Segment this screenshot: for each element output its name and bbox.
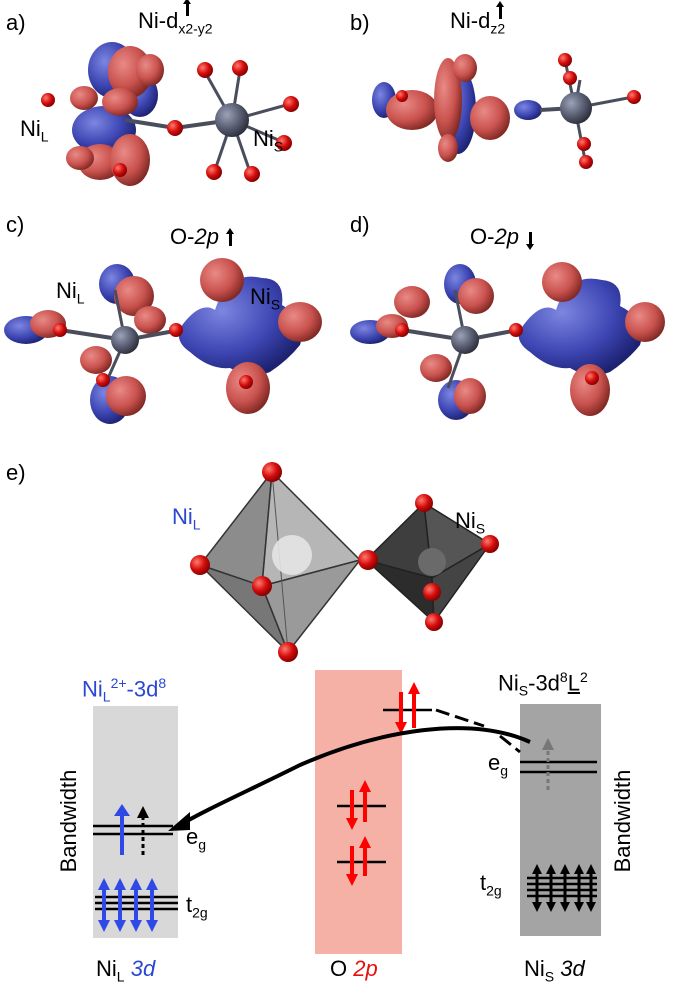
o-2p-levels: [337, 708, 432, 864]
ni-l-t2g-label: t2g: [186, 892, 208, 921]
octahedra-figure: [190, 462, 499, 662]
panel-a-nis-label: NiS: [253, 126, 284, 155]
panel-a-orbital: [41, 42, 299, 186]
ni-l-eg-arrows: [114, 804, 149, 855]
ni-s-eg-label: eg: [488, 750, 509, 779]
ni-s-bandwidth-label: Bandwidth: [610, 769, 635, 873]
panel-e-nis-label: NiS: [455, 508, 486, 537]
panel-d-title: O-2p: [470, 224, 519, 249]
panel-d-orbital: [350, 262, 665, 420]
panel-b-spin-up-icon: [496, 1, 504, 19]
ni-s-t2g-arrows: [532, 864, 596, 912]
ni-s-band: [520, 704, 601, 936]
panel-a-letter: a): [6, 10, 26, 35]
ni-l-bandwidth-label: Bandwidth: [56, 769, 81, 873]
ni-l-3d-label: NiL 3d: [96, 956, 156, 985]
panel-c-nis-label: NiS: [250, 284, 281, 313]
panel-e-nil-label: NiL: [172, 504, 201, 533]
ni-l-t2g-arrows: [98, 878, 158, 932]
charge-transfer-arrowhead: [168, 812, 190, 831]
panel-c-orbital: [4, 258, 322, 424]
hybridization-dashed-line: [435, 708, 521, 754]
panel-b-orbital: [372, 53, 641, 169]
o-2p-arrows: [346, 682, 420, 886]
panel-d-spin-down-icon: [526, 232, 534, 250]
ni-s-3d-label: NiS 3d: [524, 956, 585, 985]
panel-c-letter: c): [6, 212, 25, 237]
ni-s-t2g-label: t2g: [480, 870, 502, 899]
panel-c-spin-up-icon: [226, 228, 234, 246]
panel-e-letter: e): [6, 460, 26, 485]
panel-a-title: Ni-dx2-y2: [138, 8, 213, 37]
panel-b-letter: b): [350, 10, 370, 35]
charge-transfer-arrow: [178, 726, 531, 827]
panel-b-title: Ni-dz2: [450, 8, 506, 37]
panel-a-spin-up-icon: [183, 0, 191, 16]
ni-s-header: NiS-3d8L2: [498, 669, 588, 699]
o-2p-band: [315, 670, 402, 954]
panel-c-title: O-2p: [170, 224, 219, 249]
o-2p-label: O 2p: [330, 956, 378, 981]
panel-c-nil-label: NiL: [56, 278, 85, 307]
panel-d-letter: d): [350, 212, 370, 237]
ni-s-levels: [520, 760, 597, 898]
ni-s-eg-dashed-arrow: [542, 738, 554, 790]
panel-a-nil-label: NiL: [20, 116, 49, 145]
ni-l-header: NiL2+-3d8: [82, 675, 167, 705]
ni-l-eg-label: eg: [186, 824, 207, 853]
